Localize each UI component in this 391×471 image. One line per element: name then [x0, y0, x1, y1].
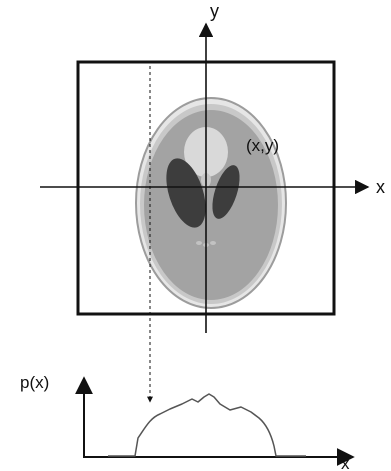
- phantom: [135, 97, 287, 309]
- projection-x-label: x: [341, 454, 350, 471]
- point-label: (x,y): [246, 136, 279, 155]
- x-axis-label: x: [376, 177, 385, 197]
- projection-function-label: p(x): [20, 373, 49, 392]
- small-spot-lower-left: [196, 241, 202, 245]
- phantom-body: [144, 110, 278, 300]
- small-spot-lower-right: [210, 241, 216, 245]
- left-ventricle: [166, 158, 206, 228]
- y-axis-label: y: [210, 1, 219, 21]
- right-ventricle: [212, 165, 240, 219]
- projection-profile-curve: [108, 393, 306, 457]
